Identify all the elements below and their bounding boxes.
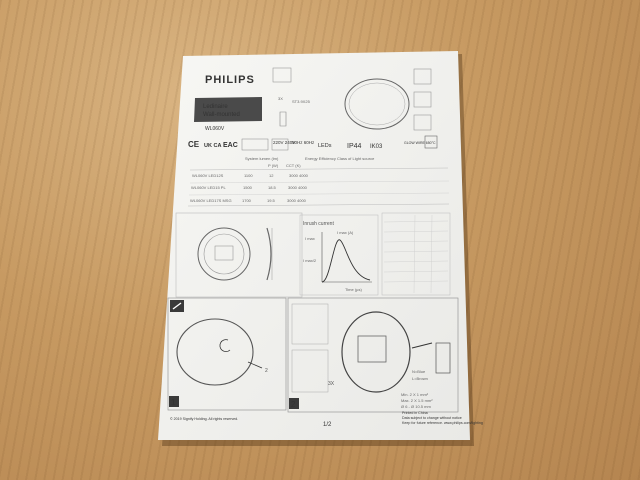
svg-text:3000 4000: 3000 4000 [287, 198, 307, 203]
no-bin-icon [424, 135, 438, 149]
svg-text:1500: 1500 [243, 185, 253, 190]
screw-callout: 3X [328, 381, 335, 387]
lamp-front-view [197, 227, 251, 281]
made-in: Printed in China [402, 411, 428, 415]
footer-note-2: Keep for future reference. www.philips.c… [402, 421, 483, 425]
tool-box-2 [413, 91, 432, 108]
ukca-mark: UK CA [204, 143, 221, 149]
lamp-side-view [266, 227, 272, 281]
ce-mark: CE [188, 140, 200, 149]
screw-count: 3X [278, 96, 283, 101]
th-eec: Energy Efficiency Class of Light source [305, 156, 375, 161]
inrush-panel [299, 214, 379, 296]
voltage-spec: 220V 240V [273, 140, 295, 145]
step-2-number: 2 [291, 400, 296, 409]
mount-icon [279, 111, 287, 127]
imax-label: I max [305, 236, 315, 241]
rotate-arrow-icon [219, 339, 231, 352]
svg-text:3000 4000: 3000 4000 [289, 173, 309, 178]
table-row: WL060V LED17S MSG 1700 19.5 3000 4000 [190, 198, 307, 203]
copyright: © 2019 Signify Holding. All rights reser… [170, 417, 238, 421]
svg-text:12: 12 [269, 173, 274, 178]
wire-max: Max. 2 X 1.5 mm² [401, 398, 433, 403]
screw-spec: ST3.9X25 [292, 99, 311, 104]
th-power: P (W) [268, 163, 279, 168]
svg-text:1700: 1700 [242, 198, 252, 203]
wrench-icon [172, 302, 182, 310]
arrow-icon [247, 361, 263, 369]
tool-box-1 [413, 68, 432, 85]
brand-logo: PHILIPS [205, 74, 255, 86]
step-1-panel [167, 297, 287, 411]
th-cct: CCT (K) [286, 163, 301, 168]
paper [158, 51, 470, 440]
step-1-number: 1 [171, 398, 176, 407]
terminal-block [435, 342, 451, 374]
dimension-panel [175, 212, 303, 298]
svg-text:WL060V LED12S: WL060V LED12S [192, 173, 224, 178]
svg-text:WL060V LED15 PL: WL060V LED15 PL [191, 185, 226, 190]
product-line1: Ledinaire [203, 104, 228, 110]
breaker-table [381, 212, 451, 296]
imax-half-label: I max/2 [303, 258, 317, 263]
svg-text:1100: 1100 [244, 173, 253, 178]
table-row: WL060V LED15 PL 1500 18.5 3000 4000 [191, 185, 308, 190]
wire-n: N=Blue [412, 369, 426, 374]
table-row: WL060V LED12S 1100 12 3000 4000 [192, 173, 309, 178]
product-line2: Wall-mounted [203, 112, 240, 118]
cable-dia: Ø 6 - Ø 10.5 mm [401, 404, 431, 409]
tool-box-3 [413, 114, 432, 131]
footer-note-1: Data subject to change without notice [402, 416, 462, 420]
ip-rating: IP44 [347, 143, 362, 150]
lamp-base-drawing [341, 311, 411, 393]
imax-axis: I max (A) [337, 230, 354, 235]
eac-mark: EAC [223, 142, 238, 149]
page-number: 1/2 [323, 422, 332, 428]
wire-min: Min. 2 X 1 mm² [401, 392, 429, 397]
inrush-curve [321, 239, 371, 283]
ik-rating: IK03 [370, 144, 383, 150]
lamp-cover-drawing [176, 318, 254, 386]
step-1-callout: 2 [265, 368, 268, 374]
lamp-drawing-top [344, 78, 410, 130]
time-axis: Time (µs) [345, 287, 362, 292]
led-source: LEDs [318, 143, 332, 149]
svg-text:18.5: 18.5 [268, 185, 277, 190]
step-2-panel [287, 297, 459, 413]
box-icon [272, 67, 292, 83]
spec-table: System lumen (lm) P (W) CCT (K) Energy E… [187, 156, 450, 207]
inrush-title: Inrush current [303, 221, 334, 227]
svg-text:WL060V LED17S MSG: WL060V LED17S MSG [190, 198, 232, 203]
product-label-box [194, 97, 262, 122]
svg-text:19.5: 19.5 [267, 198, 276, 203]
th-lumen: System lumen (lm) [245, 156, 279, 161]
wire-l: L=Brown [412, 376, 428, 381]
glow-wire: GLOW WIRE 650°C [404, 141, 436, 145]
cable-arrow-icon [411, 342, 433, 349]
frequency-spec: 50Hz 60Hz [292, 140, 315, 145]
product-model: WL060V [205, 126, 225, 132]
svg-text:3000 4000: 3000 4000 [288, 185, 308, 190]
